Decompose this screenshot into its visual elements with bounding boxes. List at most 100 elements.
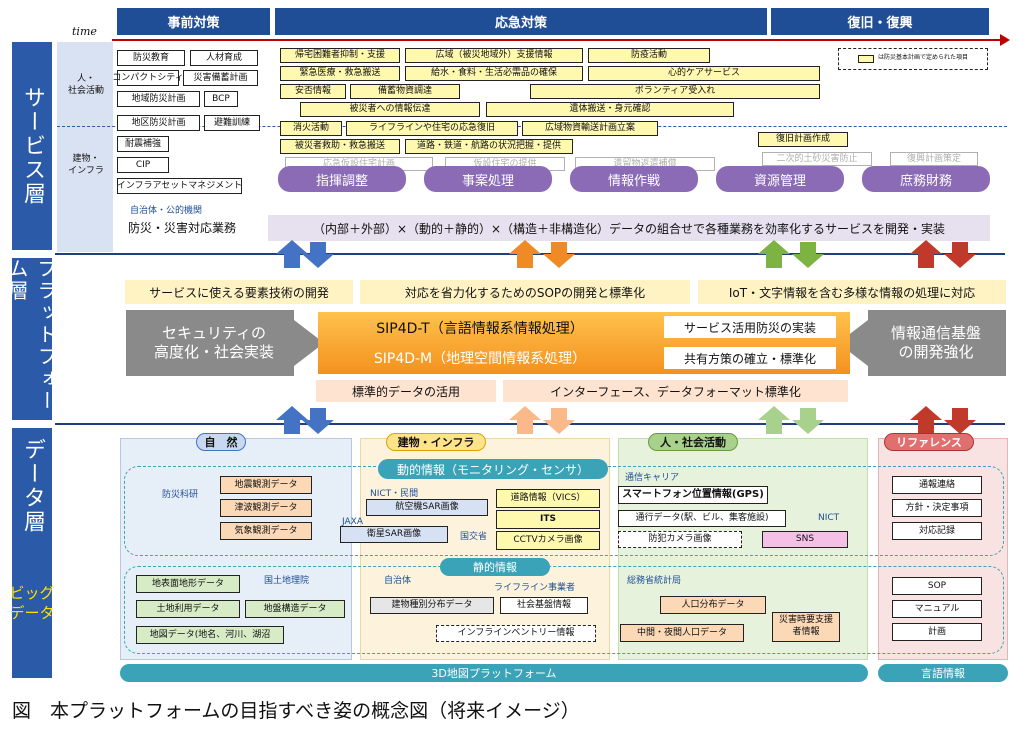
label-gsi: 国土地理院 [264,576,310,586]
people-static-item: 中間・夜間人口データ [620,624,744,642]
people-dynamic-item: 防犯カメラ画像 [618,531,742,548]
arrow-up-green [758,406,790,434]
arrow-up-blue [276,406,308,434]
emergency-item: 安否情報 [280,84,346,99]
nature-dynamic-item: 津波観測データ [220,499,312,517]
pre-item: コンパクトシティ [112,70,184,86]
share-std: 共有方策の確立・標準化 [664,347,836,369]
arrow-down-green [792,242,824,268]
pre-item: 避難訓練 [204,115,260,131]
people-static-item: 人口分布データ [660,596,766,614]
arrows-row-1 [276,240,976,268]
people-dynamic-item: スマートフォン位置情報(GPS) [618,486,768,504]
reference-dynamic-item: 対応記録 [892,522,982,540]
security-label: セキュリティの 高度化・社会実装 [153,323,274,362]
data-layer-label: データ層 ビッグ データ [10,428,55,678]
platform-layer-label: プラットフォーム層 [5,258,58,420]
emergency-item: 被災者救助・救急搬送 [280,139,400,154]
arrow-down-blue [302,242,334,268]
road-item: CCTVカメラ画像 [496,531,600,550]
language-info: 言語情報 [878,664,1008,682]
arrow-down-orange [543,408,575,434]
arrow-up-orange [509,406,541,434]
label-nict: NICT [818,513,840,523]
nature-dynamic-item: 地震観測データ [220,476,312,494]
reference-dynamic-item: 方針・決定事項 [892,499,982,517]
arrows-row-2 [276,406,976,434]
pre-item: 地域防災計画 [117,91,200,107]
infra-static-item: 社会基盤情報 [500,597,588,614]
reference-static-item: 計画 [892,623,982,641]
pill-operations: 事案処理 [424,166,552,192]
platform-topic-2: 対応を省力化するためのSOPの開発と標準化 [360,280,690,304]
reference-static-item: マニュアル [892,600,982,618]
arrow-down-orange [543,242,575,268]
label-jaxa: JAXA [342,517,363,527]
dynamic-info-label: 動的情報（モニタリング・センサ） [378,459,608,479]
nature-static-item: 地表面地形データ [136,575,240,593]
ict-arrow-shape [838,310,1006,376]
pre-item: 災害備蓄計画 [183,70,258,86]
org-sub: 防災・災害対応業務 [128,221,237,235]
people-dynamic-item: SNS [762,531,848,548]
legend-swatch [858,55,874,63]
pill-logistics: 資源管理 [716,166,844,192]
people-static-item: 災害時要支援者情報 [772,612,840,642]
label-soumu: 総務省統計局 [627,576,682,586]
sip4d-m: SIP4D-M（地理空間情報系処理） [373,351,587,367]
service-summary: （内部＋外部）×（動的＋静的）×（構造＋非構造化）データの組合せで各種業務を効率… [268,215,990,241]
nature-dynamic-item: 気象観測データ [220,522,312,540]
std-data: 標準的データの活用 [316,380,496,402]
service-layer-label: サービス層 [12,42,52,250]
arrow-down-blue [302,408,334,434]
legend-box [838,48,988,70]
pre-item: インフラアセットマネジメント [117,178,242,194]
label-jichitai: 自治体 [384,576,412,586]
service-category-column [57,42,113,252]
cat-infra: 建物・インフラ [386,433,486,451]
figure-caption: 図 本プラットフォームの目指すべき姿の概念図（将来イメージ） [12,700,580,722]
label-nict-min: NICT・民間 [370,489,419,499]
label-bousai: 防災科研 [162,490,199,500]
pre-item: BCP [204,91,238,107]
emergency-item: 給水・食料・生活必需品の確保 [405,66,583,81]
ict-label: 情報通信基盤 の開発強化 [890,323,981,362]
emergency-item: ライフラインや住宅の応急復旧 [346,121,518,136]
pre-item: 地区防災計画 [117,115,200,131]
sip4d-t: SIP4D-T（言語情報系情報処理） [376,321,584,337]
column-recovery: 復旧・復興 [771,8,989,35]
road-item: 道路情報（VICS） [496,489,600,508]
platform-topic-1: サービスに使える要素技術の開発 [125,280,353,304]
pill-command: 指揮調整 [278,166,406,192]
arrow-up-red [910,240,942,268]
emergency-item: 広域（被災地域外）支援情報 [405,48,583,63]
sar-item: 衛星SAR画像 [340,526,448,543]
cat-nature: 自 然 [196,433,246,451]
category-people: 人・ 社会活動 [67,74,104,96]
emergency-item: 被災者への情報伝達 [300,102,480,117]
arrow-up-orange [509,240,541,268]
arrow-up-green [758,240,790,268]
interface-std: インターフェース、データフォーマット標準化 [503,380,848,402]
nature-static-item: 土地利用データ [136,600,240,618]
security-arrow-shape [126,310,324,376]
emergency-item: 遺体搬送・身元確認 [486,102,734,117]
emergency-item: 道路・鉄道・航路の状況把握・提供 [405,139,573,154]
data-layer-text: データ層 [20,438,45,534]
label-kokko: 国交省 [460,532,488,542]
nature-static-item: 地図データ(地名、河川、湖沼 [136,626,284,644]
emergency-item: 防疫活動 [588,48,710,63]
pill-finance: 庶務財務 [862,166,990,192]
arrow-down-green [792,408,824,434]
arrow-down-red [944,242,976,268]
reference-static-item: SOP [892,577,982,595]
emergency-item: 広域物資輸送計画立案 [522,121,658,136]
arrow-up-red [910,406,942,434]
people-dynamic-item: 通行データ(駅、ビル、集客施設) [618,510,786,527]
panel-nature [120,438,352,660]
arrow-down-red [944,408,976,434]
emergency-item: ボランティア受入れ [530,84,820,99]
label-lifeline: ライフライン事業者 [494,583,576,593]
cat-people: 人・社会活動 [648,433,738,451]
road-item: ITS [496,510,600,529]
